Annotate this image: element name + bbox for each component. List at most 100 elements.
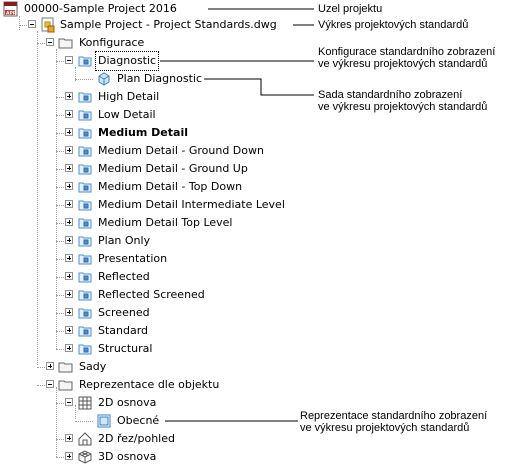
- callout-project-node: Uzel projektu: [318, 3, 383, 15]
- tree-node-display-configuration[interactable]: Structural: [0, 340, 509, 358]
- grid-icon: [77, 395, 93, 411]
- expand-toggle-icon[interactable]: [65, 92, 73, 100]
- tree-label: Medium Detail Top Level: [98, 216, 233, 229]
- collapse-toggle-icon[interactable]: [28, 20, 36, 28]
- tree-line: [56, 457, 64, 458]
- tree-node-standards-drawing[interactable]: Sample Project - Project Standards.dwg: [0, 16, 509, 34]
- tree-node-display-configuration[interactable]: Reflected Screened: [0, 286, 509, 304]
- display-configuration-icon: [77, 179, 93, 195]
- tree-label: Medium Detail - Top Down: [98, 180, 243, 193]
- callout-display-configuration: Konfigurace standardního zobrazení ve vý…: [318, 46, 495, 70]
- project-app-icon: APP: [3, 1, 19, 17]
- display-configuration-icon: [77, 143, 93, 159]
- collapse-toggle-icon[interactable]: [46, 380, 54, 388]
- tree-node-display-configuration[interactable]: Medium Detail Top Level: [0, 214, 509, 232]
- tree-node-2d-osnova[interactable]: 2D osnova: [0, 394, 509, 412]
- expand-toggle-icon[interactable]: [65, 218, 73, 226]
- tree-node-display-configuration[interactable]: Diagnostic: [0, 51, 509, 71]
- display-configuration-icon: [77, 233, 93, 249]
- callout-display-representation: Reprezentace standardního zobrazení ve v…: [300, 410, 487, 434]
- expand-toggle-icon[interactable]: [65, 254, 73, 262]
- expand-toggle-icon[interactable]: [65, 236, 73, 244]
- tree-node-display-configuration[interactable]: Medium Detail - Top Down: [0, 178, 509, 196]
- tree-line: [56, 115, 64, 116]
- tree-line: [37, 43, 45, 44]
- tree-line: [75, 405, 76, 419]
- collapse-toggle-icon[interactable]: [65, 398, 73, 406]
- folder-icon: [58, 35, 74, 51]
- tree-node-display-configuration[interactable]: Plan Only: [0, 232, 509, 250]
- display-configuration-icon: [77, 161, 93, 177]
- tree-node-2d-rez[interactable]: 2D řez/pohled: [0, 430, 509, 448]
- tree-node-display-configuration[interactable]: Standard: [0, 322, 509, 340]
- display-configuration-icon: [77, 215, 93, 231]
- tree-node-display-configuration[interactable]: Medium Detail - Ground Down: [0, 142, 509, 160]
- tree-node-sady[interactable]: Sady: [0, 358, 509, 376]
- collapse-toggle-icon[interactable]: [65, 56, 73, 64]
- expand-toggle-icon[interactable]: [65, 272, 73, 280]
- tree-label: Plan Only: [98, 234, 151, 247]
- tree-node-3d-osnova[interactable]: 3D osnova: [0, 448, 509, 466]
- tree-label: Plan Diagnostic: [117, 72, 202, 85]
- representation-icon: [96, 413, 112, 429]
- expand-toggle-icon[interactable]: [46, 362, 54, 370]
- callout-line: ve výkresu projektových standardů: [318, 101, 488, 113]
- callout-standards-drawing: Výkres projektových standardů: [318, 19, 469, 31]
- tree-line: [19, 16, 20, 30]
- tree-node-display-configuration[interactable]: Screened: [0, 304, 509, 322]
- display-configuration-icon: [77, 287, 93, 303]
- tree-line: [56, 259, 64, 260]
- expand-toggle-icon[interactable]: [65, 344, 73, 352]
- tree-node-root[interactable]: APP 00000-Sample Project 2016: [0, 0, 509, 18]
- section-house-icon: [77, 431, 93, 447]
- expand-toggle-icon[interactable]: [65, 110, 73, 118]
- expand-toggle-icon[interactable]: [65, 290, 73, 298]
- tree-label: Reflected: [98, 270, 150, 283]
- tree-node-plan-diagnostic[interactable]: Plan Diagnostic: [0, 70, 509, 88]
- tree-node-display-configuration[interactable]: Medium Detail: [0, 124, 509, 142]
- tree-label: Medium Detail - Ground Up: [98, 162, 248, 175]
- tree-label: Low Detail: [98, 108, 156, 121]
- tree-line: [56, 169, 64, 170]
- tree-node-konfigurace[interactable]: Konfigurace: [0, 34, 509, 52]
- tree-label: High Detail: [98, 90, 160, 103]
- folder-icon: [58, 377, 74, 393]
- expand-toggle-icon[interactable]: [65, 200, 73, 208]
- expand-toggle-icon[interactable]: [65, 164, 73, 172]
- tree-node-obecne[interactable]: Obecné: [0, 412, 509, 430]
- tree-node-display-configuration[interactable]: High Detail: [0, 88, 509, 106]
- expand-toggle-icon[interactable]: [65, 452, 73, 460]
- tree-line: [75, 421, 93, 422]
- expand-toggle-icon[interactable]: [65, 128, 73, 136]
- tree-label: Reflected Screened: [98, 288, 205, 301]
- display-configuration-icon: [77, 107, 93, 123]
- tree-node-display-configuration[interactable]: Reflected: [0, 268, 509, 286]
- display-set-cube-icon: [96, 71, 112, 87]
- tree-line: [56, 61, 64, 62]
- tree-node-display-configuration[interactable]: Medium Detail Intermediate Level: [0, 196, 509, 214]
- tree-label: 3D osnova: [98, 450, 157, 463]
- tree-node-display-configuration[interactable]: Medium Detail - Ground Up: [0, 160, 509, 178]
- collapse-toggle-icon[interactable]: [46, 38, 54, 46]
- expand-toggle-icon[interactable]: [65, 146, 73, 154]
- expand-toggle-icon[interactable]: [65, 326, 73, 334]
- tree-node-display-configuration[interactable]: Presentation: [0, 250, 509, 268]
- dwg-file-icon: [40, 17, 56, 33]
- tree-label: Reprezentace dle objektu: [79, 378, 220, 391]
- display-configuration-icon: [77, 341, 93, 357]
- tree-label: Sady: [79, 360, 107, 373]
- expand-toggle-icon[interactable]: [65, 308, 73, 316]
- tree-line: [56, 133, 64, 134]
- tree-label: Obecné: [117, 414, 160, 427]
- display-configuration-icon: [77, 89, 93, 105]
- tree-node-display-configuration[interactable]: Low Detail: [0, 106, 509, 124]
- expand-toggle-icon[interactable]: [65, 434, 73, 442]
- tree-line: [56, 205, 64, 206]
- tree-label: 2D řez/pohled: [98, 432, 175, 445]
- tree-label: Diagnostic: [94, 51, 160, 71]
- tree-line: [56, 349, 64, 350]
- tree-node-reprezentace[interactable]: Reprezentace dle objektu: [0, 376, 509, 394]
- svg-text:APP: APP: [6, 11, 17, 17]
- expand-toggle-icon[interactable]: [65, 182, 73, 190]
